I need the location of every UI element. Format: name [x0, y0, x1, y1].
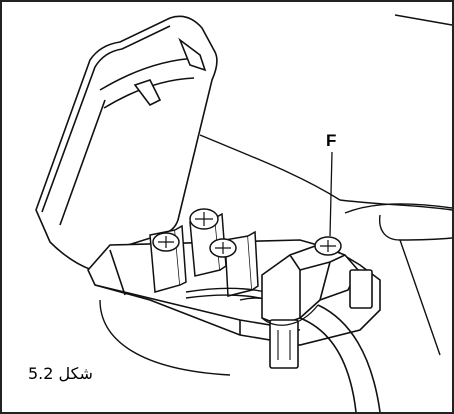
- cord-clamp: [261, 244, 373, 369]
- plug-lid: [35, 15, 218, 282]
- clamp-screw: [314, 236, 342, 256]
- terminal-screws: [152, 208, 237, 258]
- callout-label-f: F: [326, 131, 337, 150]
- background-lines: [99, 14, 453, 376]
- power-cord: [261, 304, 381, 413]
- callout-leader: [329, 151, 333, 237]
- figure-caption: شكل 5.2: [28, 364, 93, 383]
